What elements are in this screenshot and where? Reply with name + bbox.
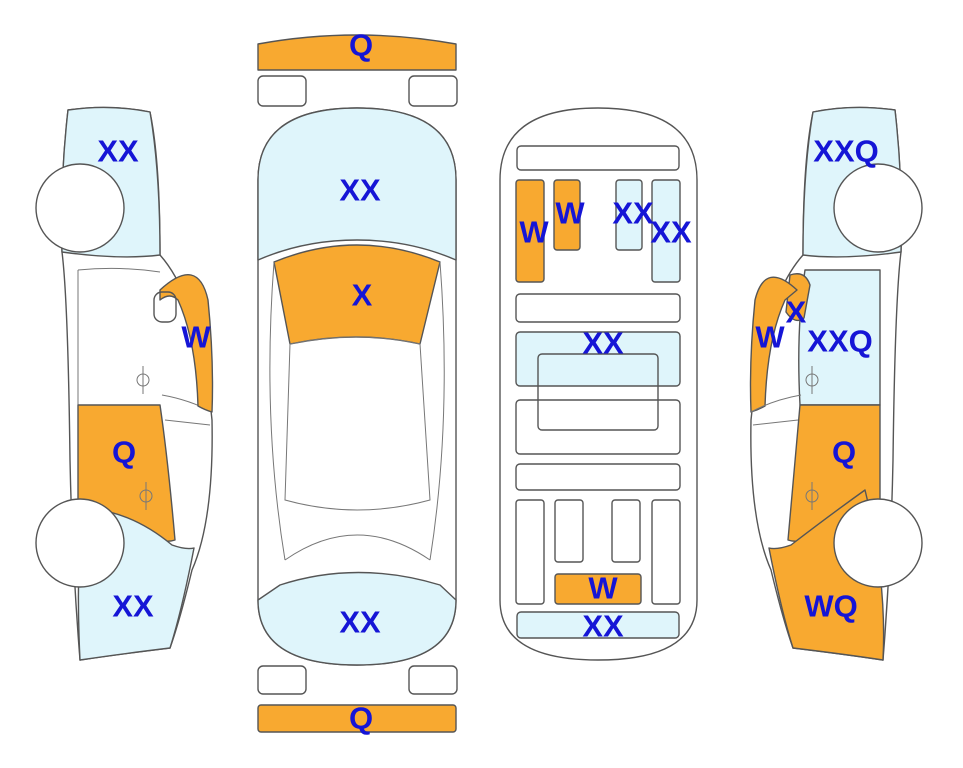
top-front-bumper[interactable]	[257, 704, 457, 733]
label-underbody-middle-panel: XX	[582, 326, 624, 361]
underbody-front-small-panel[interactable]	[554, 573, 642, 605]
damage-labels: XX W Q XX Q XX X XX Q W W XX XX XX W XX …	[97, 28, 878, 736]
right-side-view	[749, 106, 923, 661]
top-trunk[interactable]	[257, 107, 457, 261]
left-side-view	[35, 106, 214, 661]
label-top-front-bumper: Q	[349, 701, 373, 736]
right-front-wheel	[833, 498, 923, 588]
label-right-quarter-glass: X	[786, 295, 807, 330]
label-top-hood: XX	[339, 605, 381, 640]
label-underbody-front-panel: XX	[582, 609, 624, 644]
underbody-left-panel-2[interactable]	[553, 179, 581, 251]
label-top-rear-window: X	[352, 278, 373, 313]
underbody-right-panel-1[interactable]	[615, 179, 643, 251]
left-rear-door-window[interactable]	[159, 274, 214, 413]
underbody-view	[499, 107, 698, 661]
top-rear-bumper[interactable]	[257, 34, 457, 71]
underbody-front-panel[interactable]	[516, 611, 680, 639]
underbody-right-panel-2[interactable]	[651, 179, 681, 283]
right-rear-wheel	[833, 163, 923, 253]
label-underbody-left-panel-1: W	[519, 215, 549, 250]
top-view	[257, 34, 458, 733]
left-front-wheel	[35, 498, 125, 588]
left-rear-wheel	[35, 163, 125, 253]
label-right-rear-door-upper: XXQ	[807, 324, 872, 359]
label-left-rear-door: Q	[112, 435, 136, 470]
label-right-rear-fender: XXQ	[813, 134, 878, 169]
label-underbody-right-panel-2: XX	[650, 215, 692, 250]
underbody-middle-panel[interactable]	[515, 331, 681, 387]
underbody-left-panel-1[interactable]	[515, 179, 545, 283]
label-left-rear-door-window: W	[181, 320, 211, 355]
label-right-front-fender: WQ	[804, 589, 857, 624]
label-left-rear-fender: XX	[97, 134, 139, 169]
label-underbody-left-panel-2: W	[555, 196, 585, 231]
label-underbody-front-small-panel: W	[588, 571, 618, 606]
label-top-rear-bumper: Q	[349, 28, 373, 63]
label-left-front-fender: XX	[112, 589, 154, 624]
label-right-rear-door: Q	[832, 435, 856, 470]
label-underbody-right-panel-1: XX	[612, 196, 654, 231]
label-right-rear-door-window: W	[755, 320, 785, 355]
top-hood[interactable]	[257, 571, 457, 666]
label-top-trunk: XX	[339, 173, 381, 208]
